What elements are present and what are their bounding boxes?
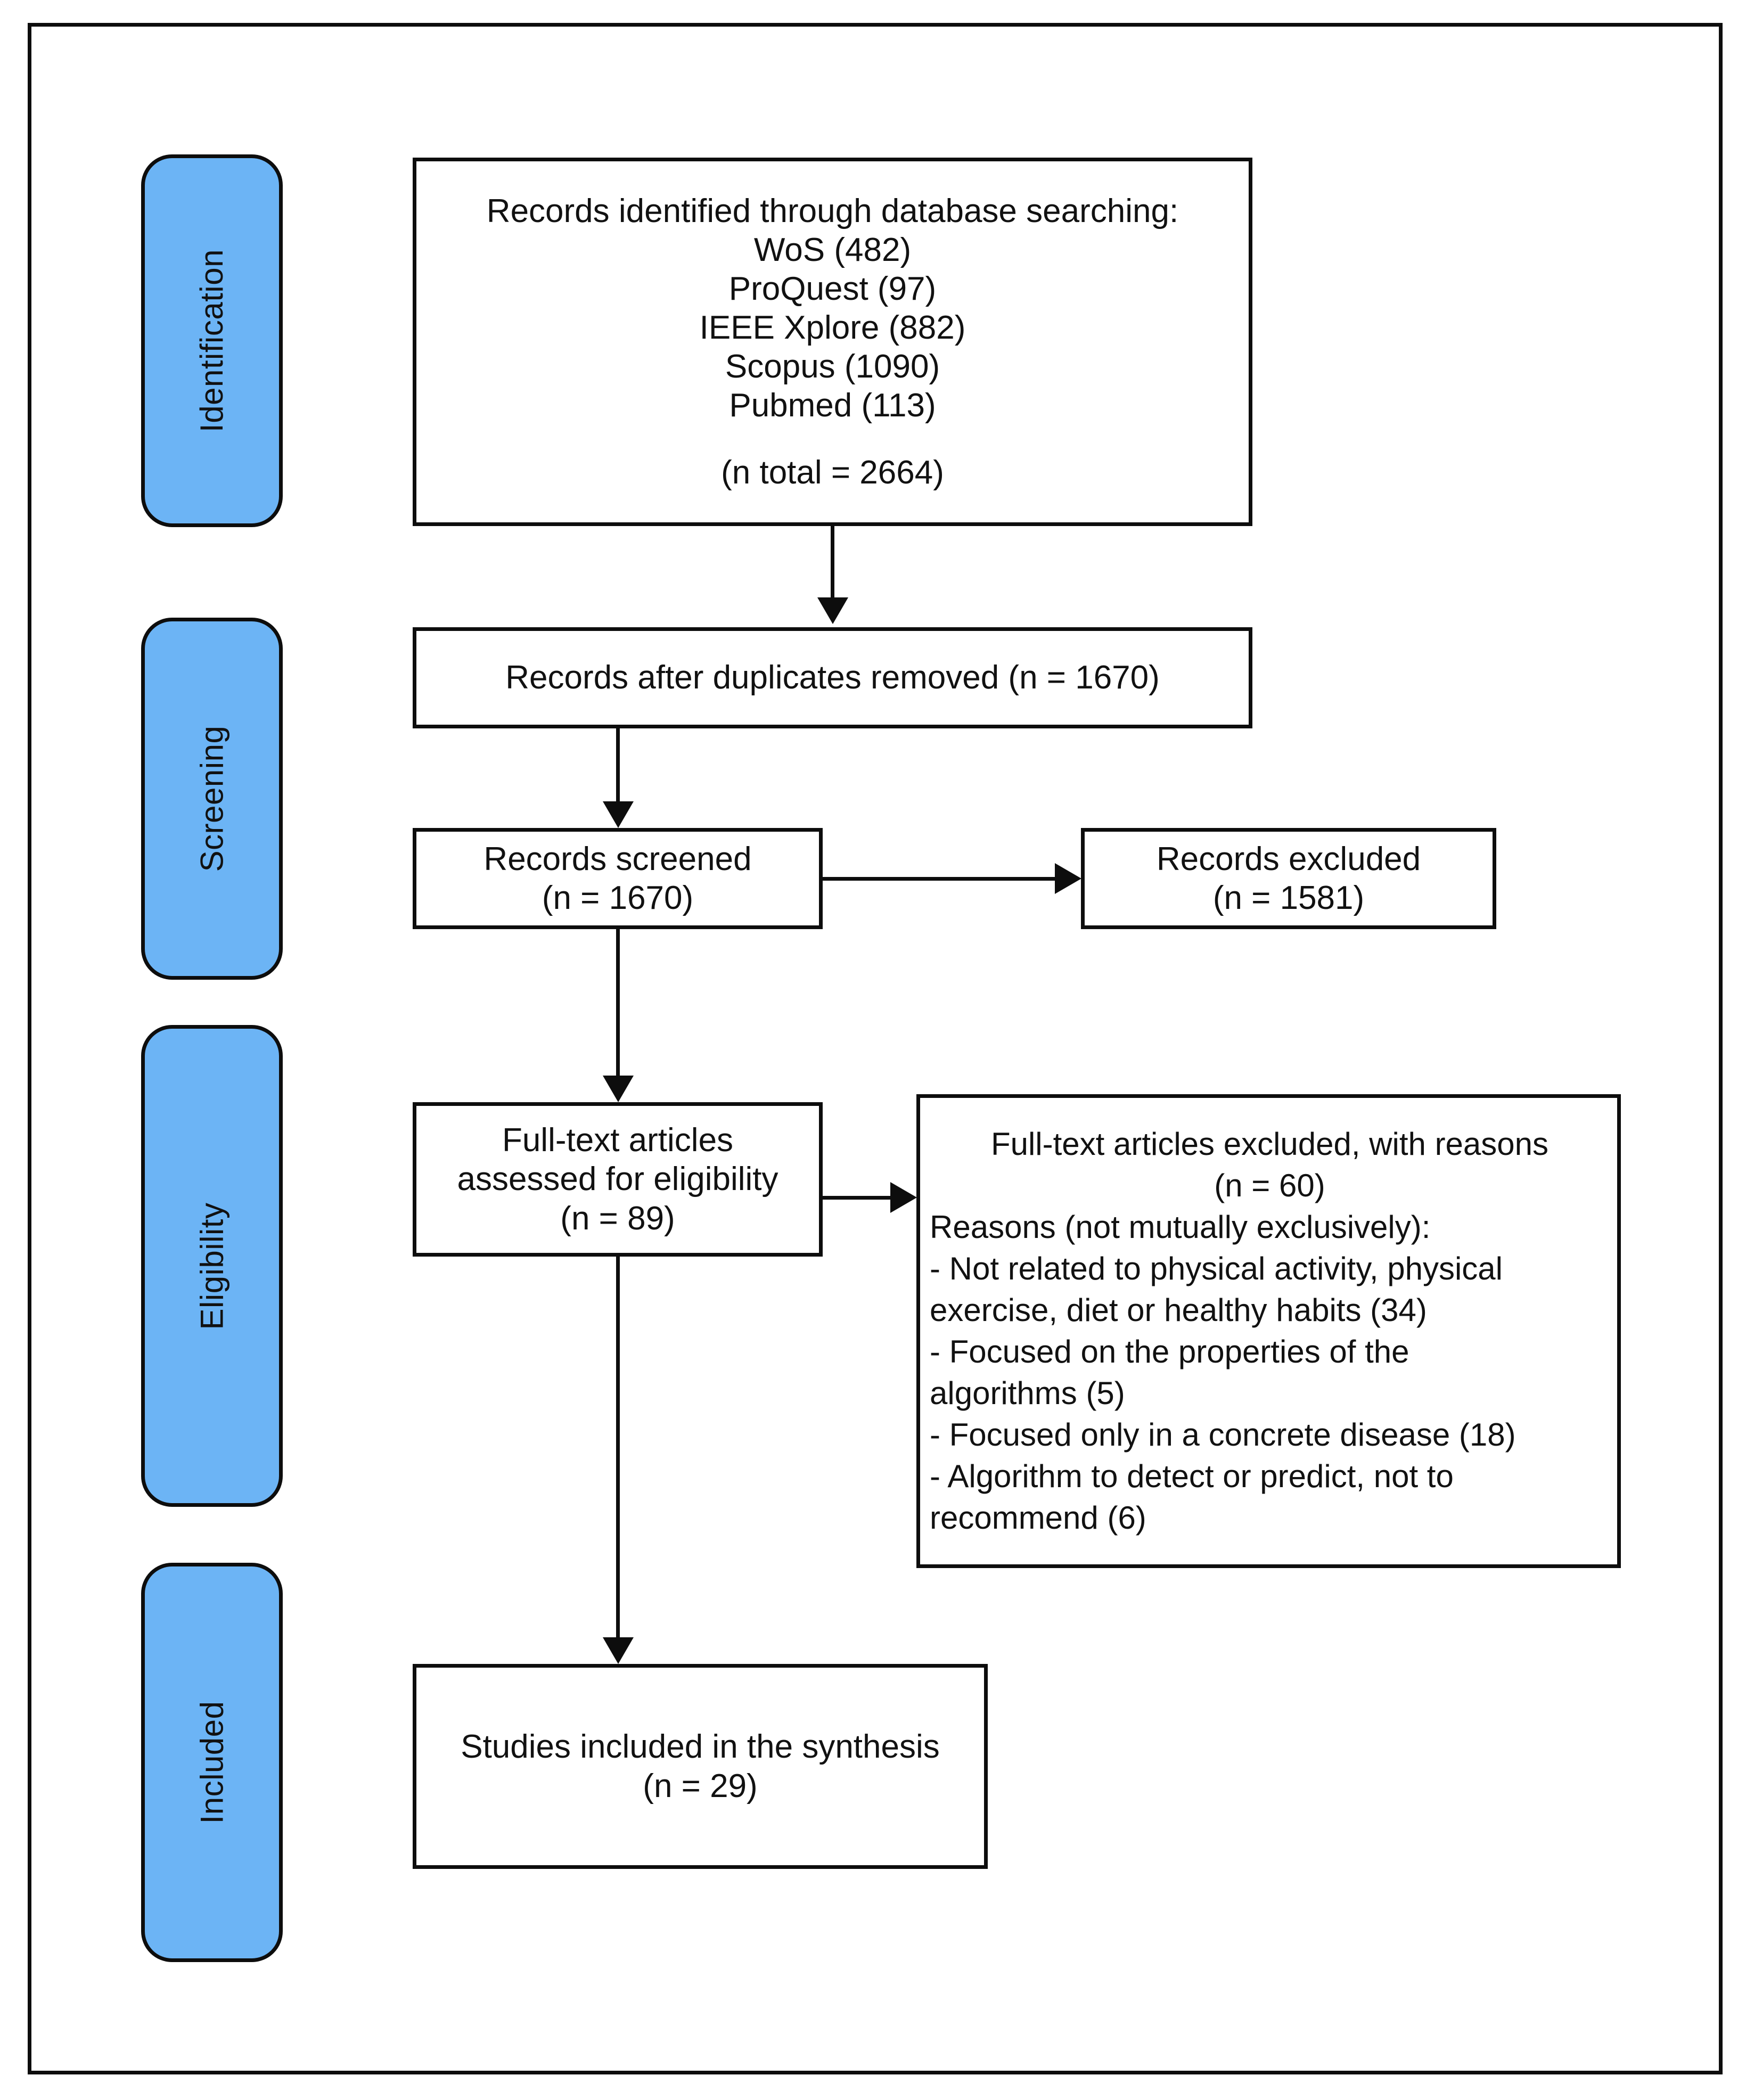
box-records-identified: Records identified through database sear… — [413, 158, 1252, 526]
line-reason-4b: recommend (6) — [930, 1500, 1146, 1536]
line-records-excluded-title: Records excluded — [1156, 840, 1421, 877]
line-identified-total: (n total = 2664) — [721, 454, 944, 491]
line-reason-1a: - Not related to physical activity, phys… — [930, 1251, 1503, 1286]
line-reason-3: - Focused only in a concrete disease (18… — [930, 1417, 1516, 1453]
box-fulltext-excluded-text: Full-text articles excluded, with reason… — [920, 1123, 1617, 1539]
stage-label-identification: Identification — [194, 249, 230, 432]
line-identified-gap — [426, 425, 1239, 454]
line-identified-scopus: Scopus (1090) — [725, 348, 940, 385]
box-records-excluded-text: Records excluded (n = 1581) — [1085, 840, 1493, 917]
box-duplicates-removed: Records after duplicates removed (n = 16… — [413, 627, 1252, 728]
connector-duplicates-to-screened — [616, 728, 620, 801]
box-studies-included-text: Studies included in the synthesis (n = 2… — [416, 1727, 984, 1805]
connector-fulltext-to-exclusions — [823, 1196, 892, 1200]
stage-pill-eligibility: Eligibility — [141, 1025, 283, 1507]
arrowhead-screened-to-excluded — [1055, 863, 1081, 894]
arrowhead-duplicates-to-screened — [603, 801, 634, 828]
line-records-screened-n: (n = 1670) — [542, 880, 694, 916]
line-reason-1b: exercise, diet or healthy habits (34) — [930, 1292, 1427, 1328]
arrowhead-identified-to-duplicates — [817, 597, 848, 624]
line-duplicates-removed: Records after duplicates removed (n = 16… — [505, 659, 1160, 696]
stage-label-screening: Screening — [194, 725, 229, 872]
box-records-excluded: Records excluded (n = 1581) — [1081, 828, 1496, 929]
box-records-screened-text: Records screened (n = 1670) — [416, 840, 819, 917]
box-records-identified-text: Records identified through database sear… — [416, 192, 1249, 493]
box-fulltext-excluded: Full-text articles excluded, with reason… — [916, 1094, 1621, 1568]
line-fulltext-excluded-n: (n = 60) — [1214, 1168, 1325, 1203]
connector-fulltext-to-included — [616, 1257, 620, 1637]
line-studies-included-title: Studies included in the synthesis — [461, 1728, 940, 1766]
arrowhead-screened-to-fulltext — [603, 1076, 634, 1102]
box-fulltext-assessed: Full-text articles assessed for eligibil… — [413, 1102, 823, 1257]
line-studies-included-n: (n = 29) — [643, 1767, 758, 1804]
line-identified-wos: WoS (482) — [753, 231, 912, 268]
connector-screened-to-fulltext — [616, 929, 620, 1076]
line-fulltext-assessed-2: assessed for eligibility — [457, 1161, 778, 1198]
line-identified-pubmed: Pubmed (113) — [729, 387, 936, 424]
stage-label-eligibility: Eligibility — [193, 1202, 229, 1330]
line-reason-2b: algorithms (5) — [930, 1375, 1125, 1411]
line-records-screened-title: Records screened — [483, 840, 752, 877]
stage-pill-identification: Identification — [141, 154, 283, 527]
arrowhead-fulltext-to-exclusions — [890, 1182, 917, 1213]
line-records-excluded-n: (n = 1581) — [1212, 880, 1365, 916]
stage-pill-included: Included — [141, 1563, 283, 1962]
line-identified-proquest: ProQuest (97) — [728, 270, 937, 307]
arrowhead-fulltext-to-included — [603, 1637, 634, 1664]
stage-label-included: Included — [193, 1701, 229, 1824]
line-fulltext-excluded-title: Full-text articles excluded, with reason… — [990, 1126, 1549, 1162]
box-fulltext-assessed-text: Full-text articles assessed for eligibil… — [416, 1121, 819, 1237]
line-reasons-heading: Reasons (not mutually exclusively): — [930, 1209, 1431, 1245]
stage-pill-screening: Screening — [141, 618, 283, 980]
line-fulltext-assessed-n: (n = 89) — [560, 1200, 675, 1237]
box-studies-included: Studies included in the synthesis (n = 2… — [413, 1664, 988, 1869]
line-reason-4a: - Algorithm to detect or predict, not to — [930, 1458, 1454, 1494]
line-reason-2a: - Focused on the properties of the — [930, 1334, 1409, 1369]
line-identified-heading: Records identified through database sear… — [486, 192, 1179, 229]
connector-screened-to-excluded — [823, 877, 1055, 881]
line-identified-ieee: IEEE Xplore (882) — [699, 309, 966, 347]
box-duplicates-removed-text: Records after duplicates removed (n = 16… — [416, 658, 1249, 697]
line-fulltext-assessed-1: Full-text articles — [502, 1122, 734, 1159]
connector-identified-to-duplicates — [831, 526, 834, 597]
box-records-screened: Records screened (n = 1670) — [413, 828, 823, 929]
